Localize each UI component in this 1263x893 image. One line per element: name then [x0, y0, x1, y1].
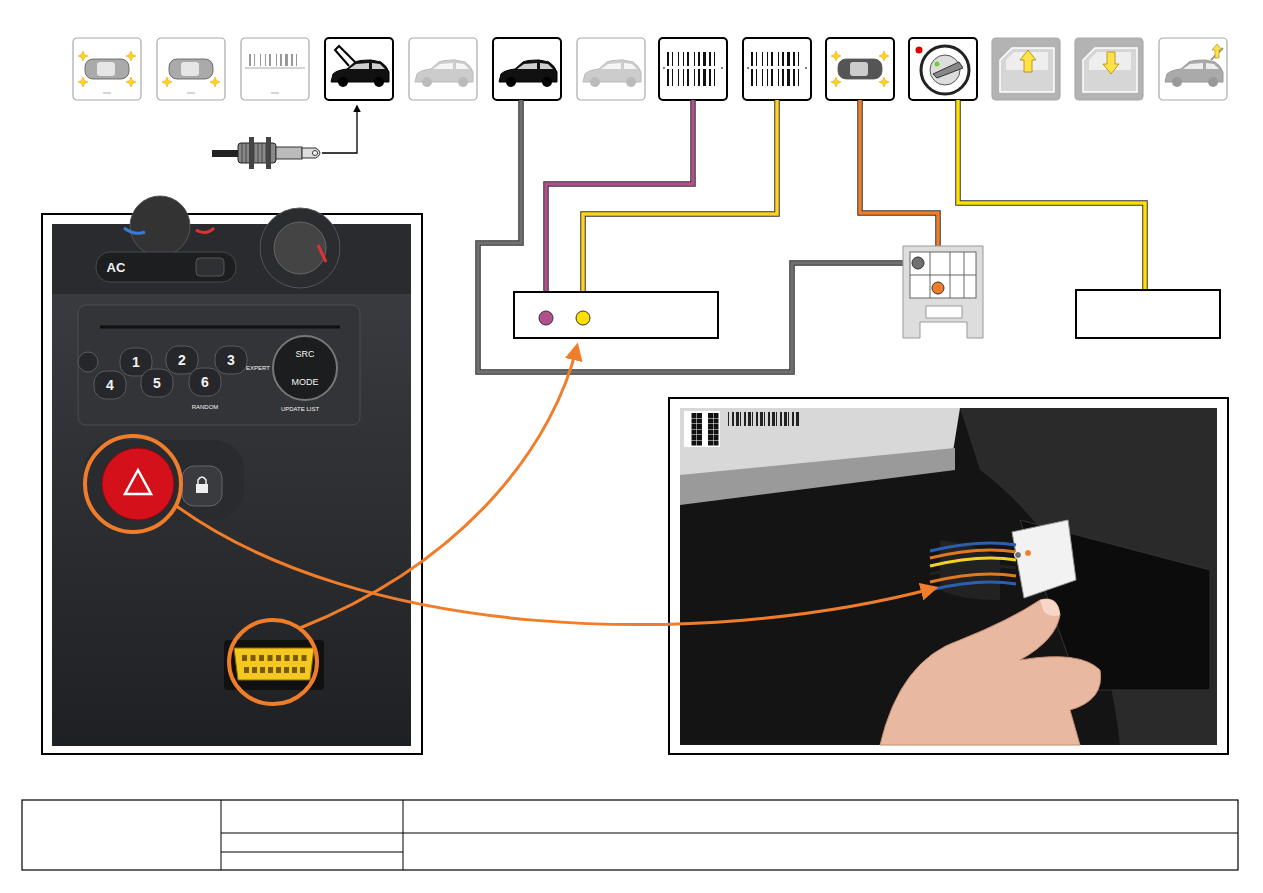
preset-button-number: 1	[132, 355, 140, 369]
preset-button-number: 6	[201, 375, 209, 389]
control-label: EXPERT	[246, 365, 270, 371]
control-label: MODE	[292, 378, 319, 387]
title-block	[22, 800, 1238, 870]
preset-button-number: 3	[227, 353, 235, 367]
icon-tile	[241, 38, 309, 100]
dashboard-photo	[42, 196, 422, 754]
wiring	[478, 100, 1220, 372]
control-label: SRC	[295, 350, 314, 359]
callout-arrows	[175, 346, 935, 628]
icon-row	[73, 38, 1227, 100]
icon-tile	[409, 38, 477, 100]
preset-button-number: 5	[153, 376, 161, 390]
control-label: RANDOM	[192, 404, 219, 410]
icon-tile	[157, 38, 225, 100]
hood-switch-sensor	[212, 106, 357, 169]
module-photo	[669, 398, 1228, 754]
icon-tile	[826, 38, 894, 100]
control-label: AC	[107, 261, 126, 274]
preset-button-number: 2	[178, 353, 186, 367]
icon-tile	[325, 38, 393, 100]
icon-tile	[73, 38, 141, 100]
icon-tile	[659, 38, 727, 100]
icon-tile	[493, 38, 561, 100]
preset-button-number: 4	[106, 378, 114, 392]
icon-tile	[992, 38, 1060, 100]
control-label: UPDATE LIST	[281, 406, 319, 412]
icon-tile	[577, 38, 645, 100]
connector	[903, 246, 983, 338]
icon-tile	[1075, 38, 1143, 100]
icon-tile	[909, 38, 977, 100]
icon-tile	[743, 38, 811, 100]
icon-tile	[1159, 38, 1227, 100]
